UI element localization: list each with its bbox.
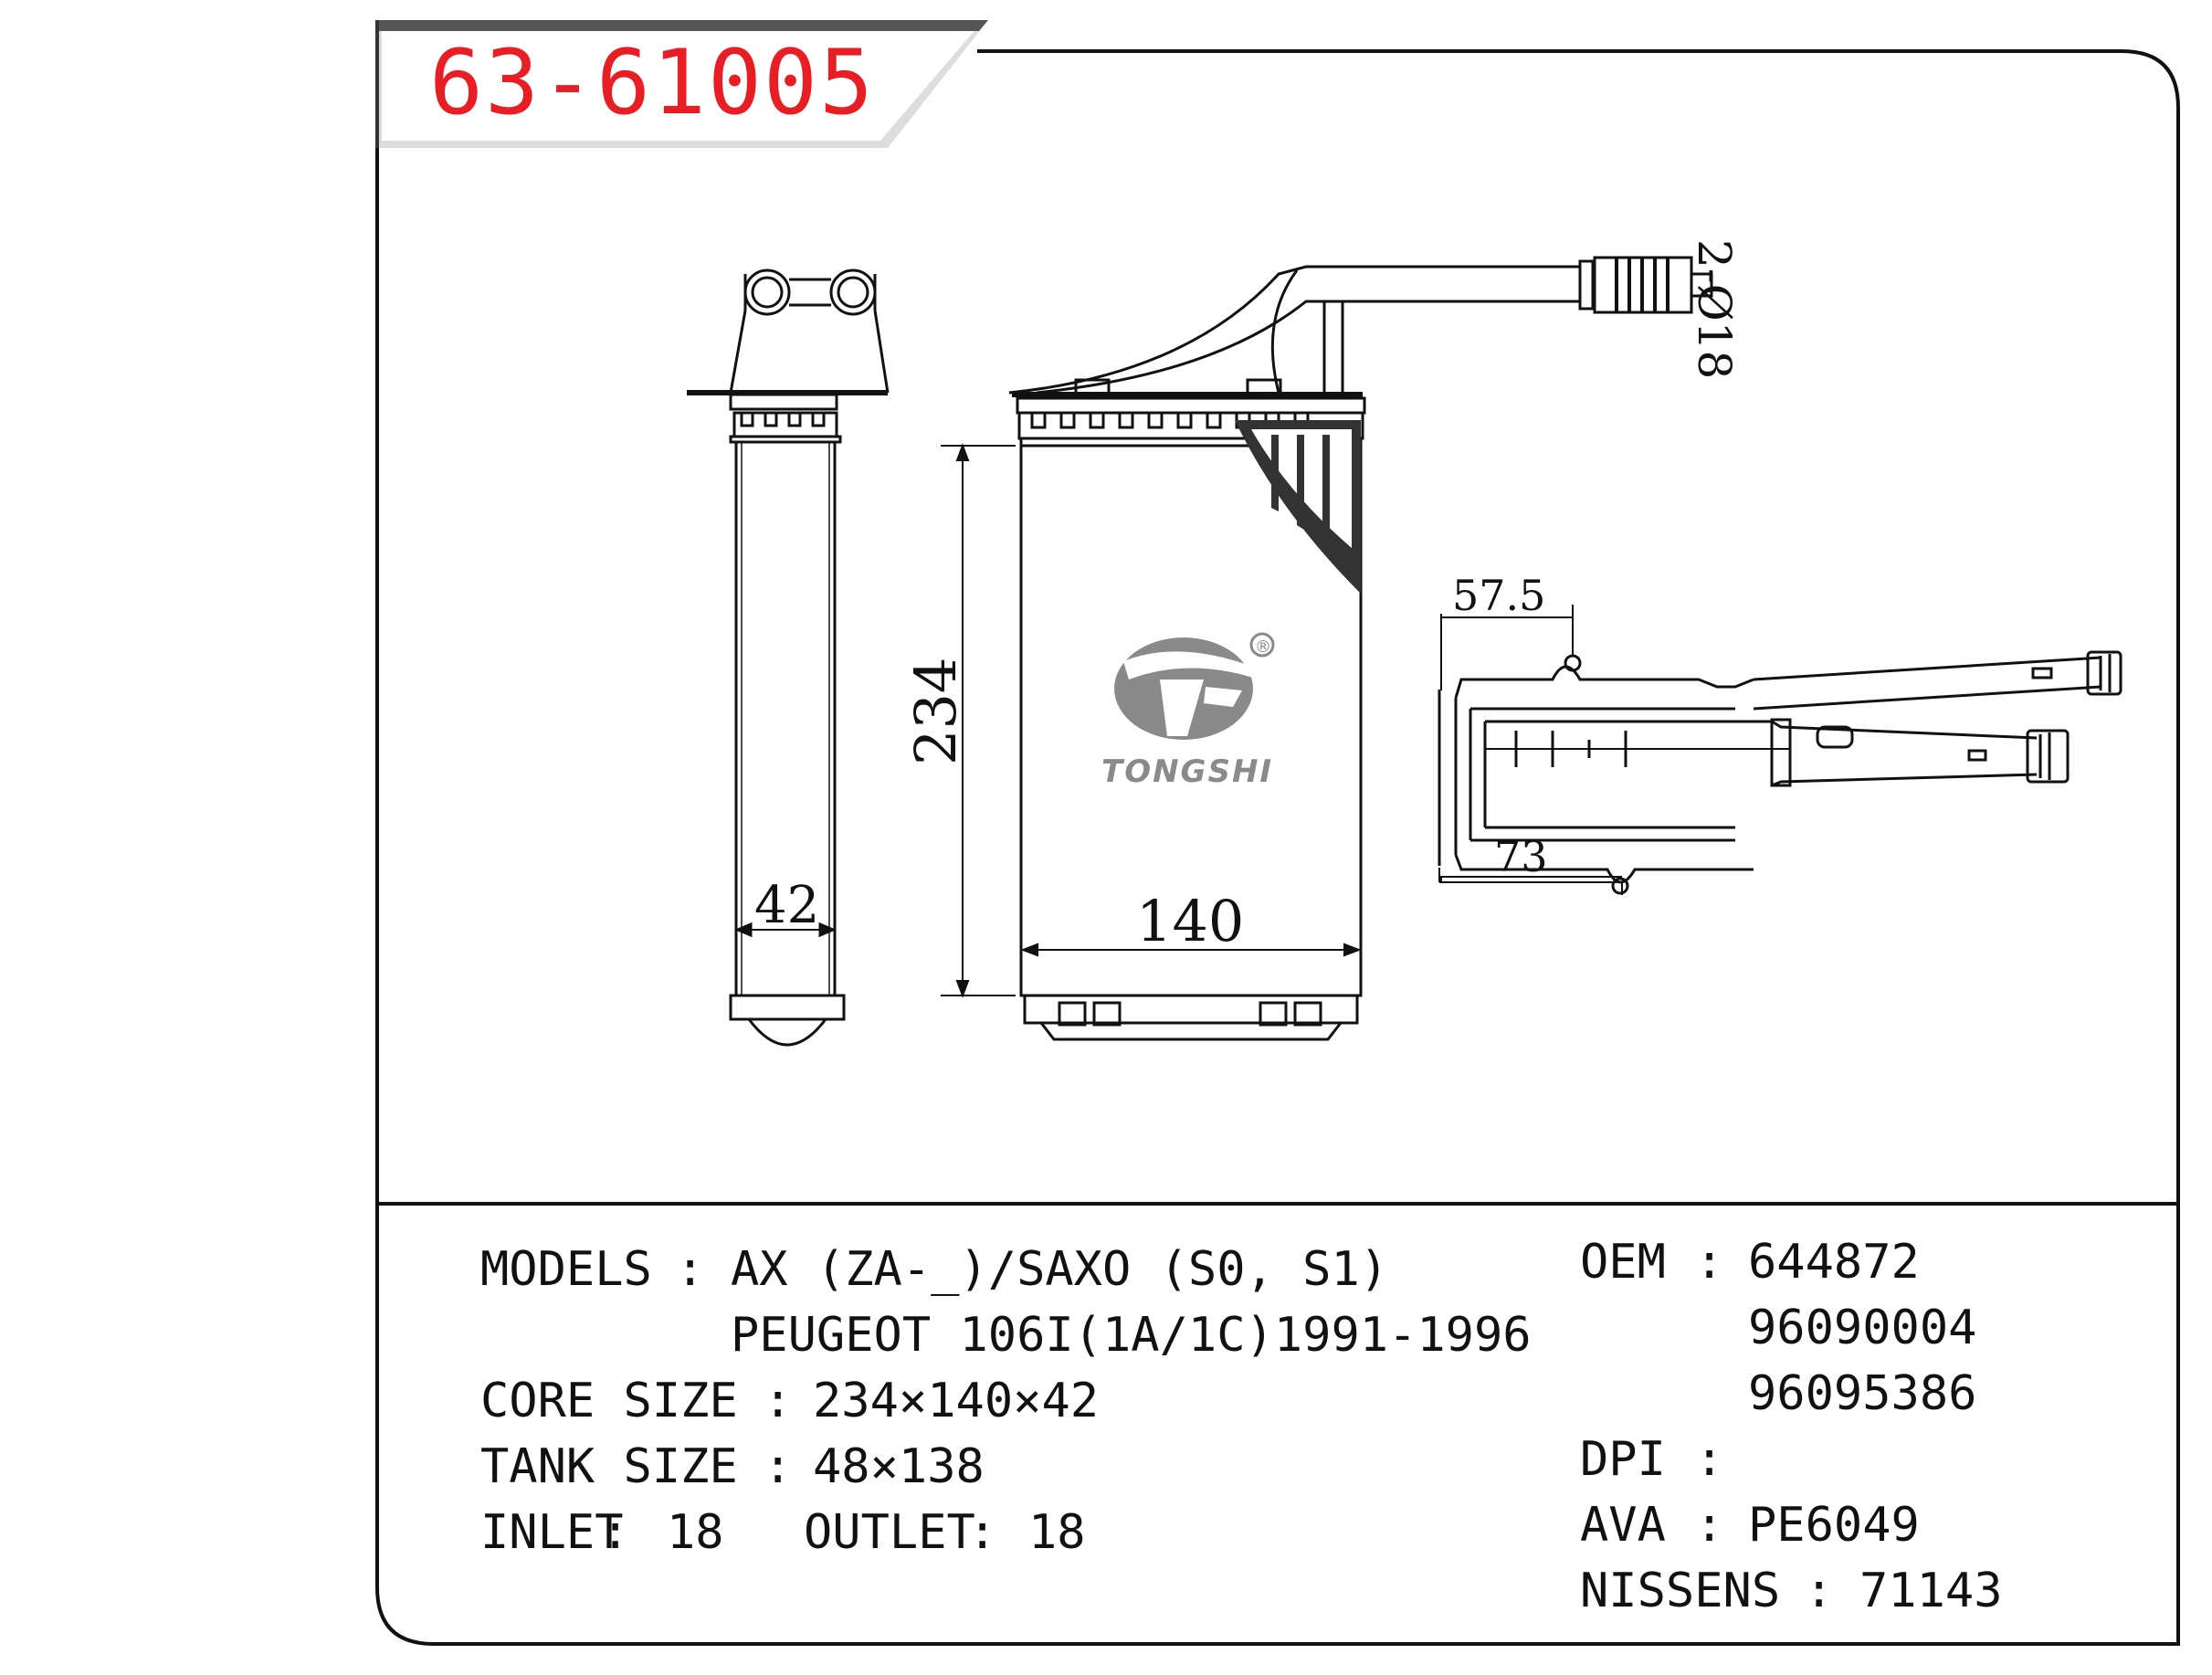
- inlet-separator: :: [601, 1505, 630, 1560]
- dpi-separator: :: [1695, 1432, 1724, 1487]
- models-separator: :: [676, 1242, 705, 1297]
- inlet-value: 18: [667, 1505, 724, 1560]
- oem-number-1: 644872: [1748, 1235, 1920, 1290]
- height-dimension-line: [941, 443, 1016, 998]
- outer-frame: [375, 49, 2180, 1646]
- ava-label: AVA: [1580, 1498, 1666, 1553]
- width-dimension: 140: [1136, 888, 1244, 954]
- bracket-dimension-lines: [1438, 605, 1623, 895]
- pipe-diameter-dimension: 2-Ø18: [1688, 239, 1741, 379]
- dpi-label: DPI: [1580, 1432, 1666, 1487]
- cutaway-shading: [1235, 420, 1361, 594]
- oem-number-3: 96095386: [1748, 1366, 1977, 1421]
- nissens-separator: :: [1805, 1564, 1834, 1618]
- core-size-separator: :: [764, 1374, 793, 1428]
- width-dimension-line: [1020, 943, 1362, 957]
- bracket-bottom-dimension: 73: [1494, 832, 1548, 881]
- models-label: MODELS: [480, 1242, 652, 1297]
- models-line-1: AX (ZA-_)/SAXO (S0, S1): [731, 1242, 1389, 1297]
- front-view: [1008, 256, 1713, 1041]
- tank-size-label: TANK SIZE: [480, 1439, 738, 1494]
- oem-separator: :: [1695, 1235, 1724, 1290]
- models-line-2: PEUGEOT 106I(1A/1C)1991-1996: [731, 1308, 1532, 1363]
- core-size-label: CORE SIZE: [480, 1374, 738, 1428]
- outlet-label: OUTLET: [804, 1505, 975, 1560]
- outlet-value: 18: [1028, 1505, 1086, 1560]
- core-size-value: 234×140×42: [813, 1374, 1100, 1428]
- bracket-top-dimension: 57.5: [1452, 571, 1545, 620]
- inlet-label: INLET: [480, 1505, 624, 1560]
- oem-label: OEM: [1580, 1235, 1666, 1290]
- tank-size-value: 48×138: [813, 1439, 985, 1494]
- depth-dimension: 42: [754, 876, 819, 935]
- oem-number-2: 96090004: [1748, 1301, 1977, 1355]
- nissens-value: 71143: [1859, 1564, 2003, 1618]
- brand-logo: [1114, 632, 1275, 740]
- ava-separator: :: [1695, 1498, 1724, 1553]
- tank-size-separator: :: [764, 1439, 793, 1494]
- ava-value: PE6049: [1748, 1498, 1920, 1553]
- registered-mark: ®: [1255, 637, 1271, 657]
- nissens-label: NISSENS: [1580, 1564, 1781, 1618]
- header-tab: [375, 20, 988, 148]
- outlet-separator: :: [968, 1505, 997, 1560]
- height-dimension: 234: [902, 658, 969, 765]
- side-view: [687, 269, 890, 1047]
- brand-name: TONGSHI: [1101, 753, 1273, 790]
- part-number: 63-61005: [429, 31, 876, 135]
